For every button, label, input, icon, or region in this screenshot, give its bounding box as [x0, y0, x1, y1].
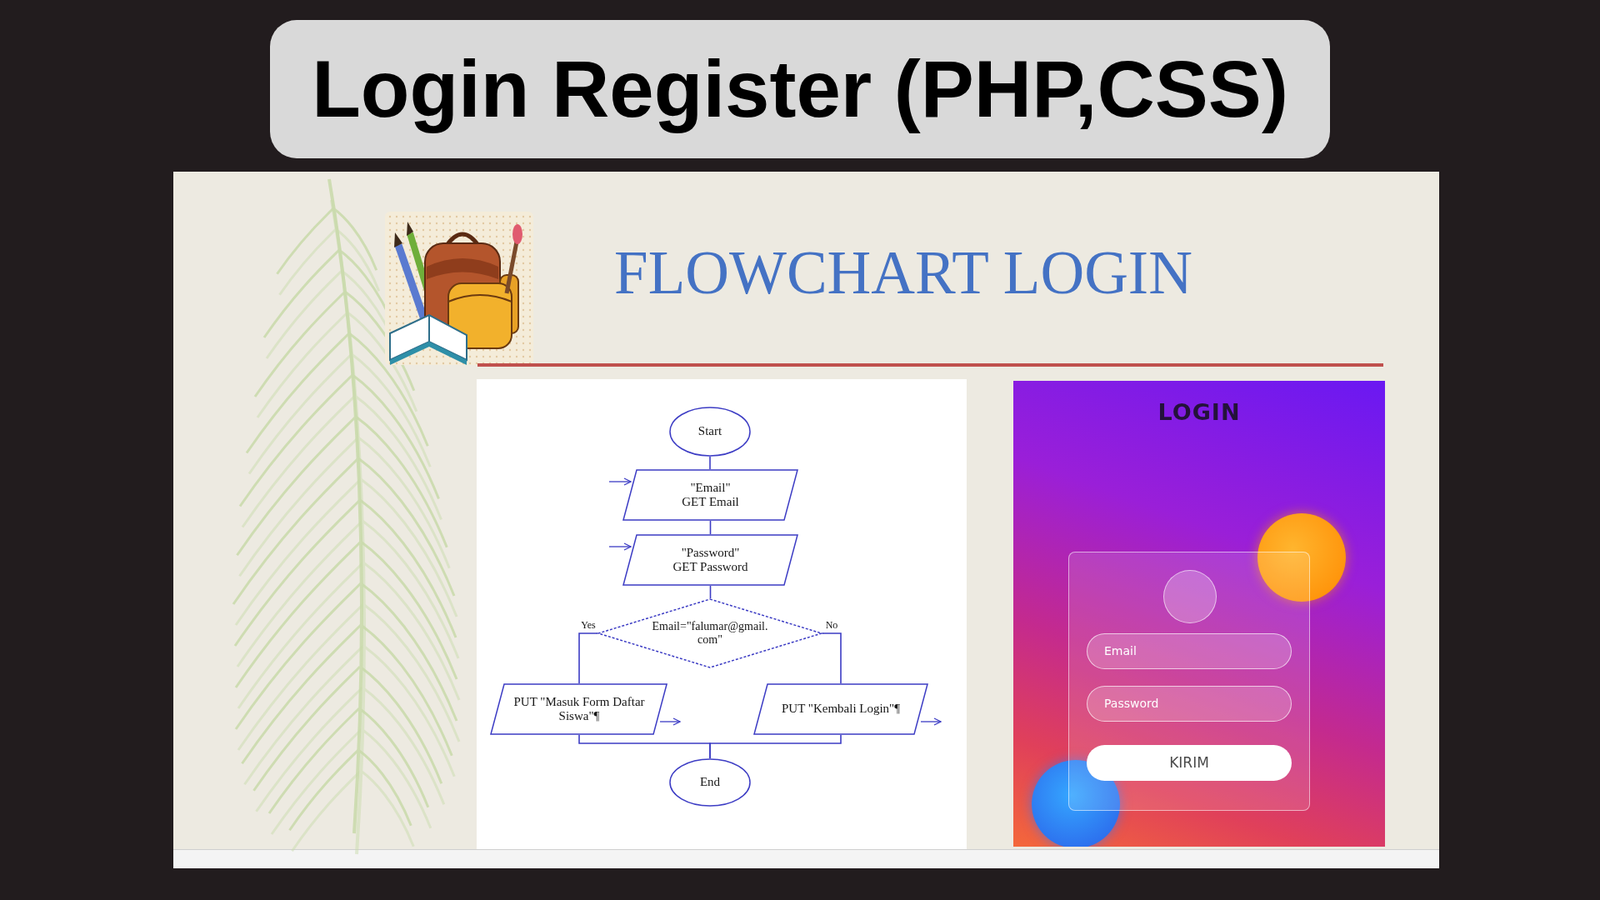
output-arrow: [660, 720, 680, 722]
book-spine: [428, 315, 430, 342]
password-input: Password: [1086, 685, 1292, 722]
flow-line: [709, 456, 711, 470]
node-text: Start: [698, 424, 722, 439]
output-parallelogram: PUT "Kembali Login"¶: [753, 683, 929, 735]
node-text: PUT "Kembali Login"¶: [781, 701, 900, 716]
flow-line: [710, 520, 712, 535]
heading-text: FLOWCHART LOGIN: [614, 239, 1193, 307]
output-parallelogram: PUT "Masuk Form Daftar Siswa"¶: [490, 683, 668, 735]
leaflet: [237, 416, 357, 555]
email-input: Email: [1086, 633, 1292, 670]
input-arrow: [609, 545, 631, 547]
flow-line: [579, 633, 598, 684]
output-arrow: [920, 720, 941, 722]
icon-background: [385, 211, 534, 365]
leaflet: [240, 375, 353, 507]
pencil-tip: [406, 221, 414, 236]
paintbrush: [506, 241, 517, 294]
book-cover: [390, 341, 467, 365]
login-heading: LOGIN: [1013, 399, 1385, 426]
node-text: Email: [1104, 644, 1137, 658]
title-text: Login Register (PHP,CSS): [311, 45, 1289, 134]
edge-label: Yes: [579, 620, 597, 631]
input-parallelogram: "Password" GET Password: [622, 534, 799, 586]
ellipse-border: [670, 759, 750, 806]
node-text: PUT "Masuk Form Daftar Siswa"¶: [510, 695, 649, 725]
input-arrow: [609, 480, 631, 482]
decision-diamond: Email="falumar@gmail. com": [597, 598, 823, 669]
leaflet: [264, 250, 340, 338]
flow-line: [579, 735, 710, 759]
slide-bottom-strip: [173, 849, 1440, 869]
title-pill: Login Register (PHP,CSS): [270, 20, 1330, 159]
edge-label-box: No: [824, 620, 840, 631]
edge-label: No: [824, 620, 840, 631]
pencil-tip: [394, 232, 403, 248]
node-text: End: [700, 775, 720, 790]
leaflet: [254, 666, 361, 791]
login-heading-text: LOGIN: [1158, 399, 1241, 425]
para-border: [490, 684, 667, 735]
para-border: [754, 684, 928, 735]
leaflet: [235, 500, 360, 646]
heading-rule: [477, 363, 1384, 367]
brush-tip: [512, 224, 523, 245]
node-text: Password: [1104, 696, 1159, 710]
open-book: [390, 315, 467, 360]
node-text: "Email" GET Email: [679, 480, 742, 510]
diamond-border: [598, 599, 822, 668]
leaflet: [242, 625, 362, 764]
submit-button: KIRIM: [1086, 745, 1292, 781]
flowchart-sheet: [476, 379, 967, 850]
flow-line: [710, 585, 712, 599]
flow-line: [822, 633, 841, 684]
palm-leaf: [233, 179, 457, 834]
node-text: Email="falumar@gmail. com": [644, 620, 776, 647]
ellipse-border: [670, 407, 750, 456]
leaflet: [290, 750, 360, 830]
flow-line: [710, 735, 841, 759]
slide-heading: FLOWCHART LOGIN: [465, 238, 1341, 309]
leaflet: [255, 291, 345, 397]
leaflet: [233, 458, 359, 605]
leaflet: [358, 750, 411, 826]
edge-label-box: Yes: [579, 620, 597, 631]
pencil: [398, 245, 425, 322]
avatar-circle: [1163, 570, 1217, 624]
node-text: KIRIM: [1169, 755, 1210, 772]
para-border: [623, 470, 798, 520]
backpack-icon: [385, 211, 534, 365]
pocket-seam: [448, 295, 512, 302]
input-parallelogram: "Email" GET Email: [622, 469, 799, 521]
backpack-flap: [426, 258, 499, 280]
end-terminal: End: [669, 758, 751, 807]
icon-dots: [385, 211, 534, 365]
para-border: [623, 535, 798, 585]
start-terminal: Start: [669, 406, 751, 457]
node-text: "Password" GET Password: [670, 545, 750, 575]
